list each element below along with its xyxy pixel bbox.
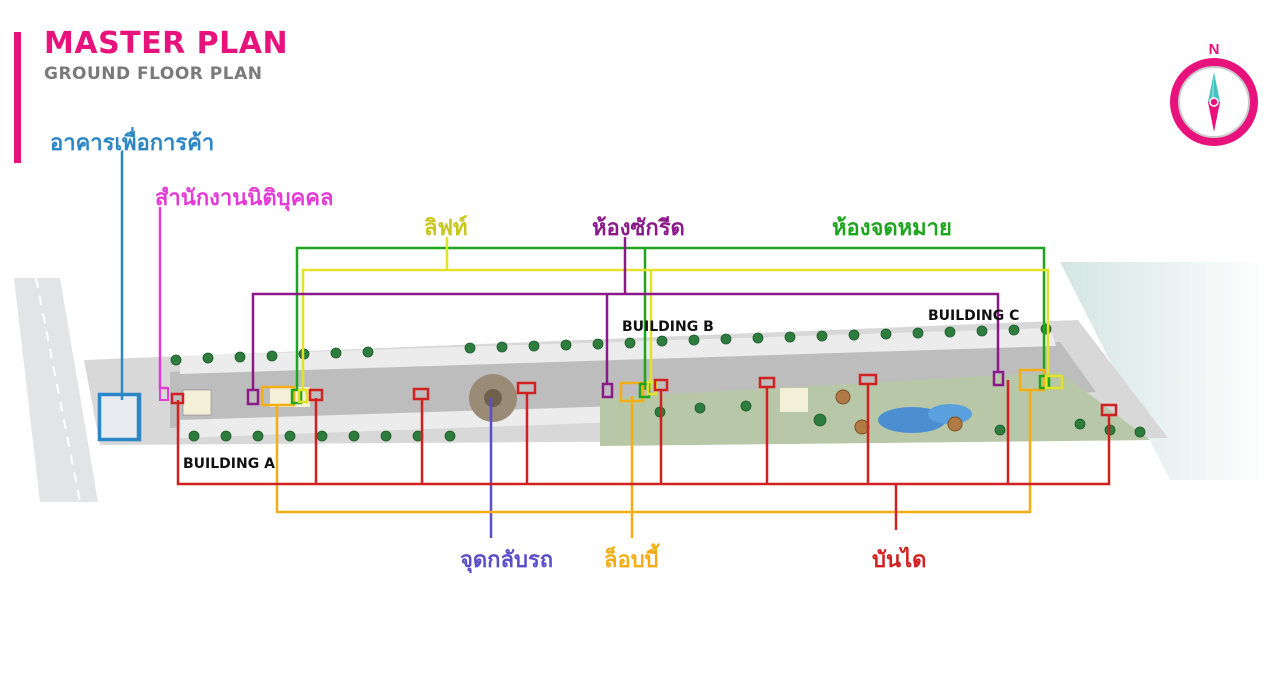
title-accent-bar <box>14 32 21 163</box>
page-title: MASTER PLAN <box>44 26 289 61</box>
page-subtitle: GROUND FLOOR PLAN <box>44 64 263 84</box>
compass-icon: N <box>1170 41 1258 146</box>
label-commercial-building: อาคารเพื่อการค้า <box>50 131 215 156</box>
compass-north-letter: N <box>1209 41 1220 58</box>
building-a-label: BUILDING A <box>183 456 275 472</box>
label-turnaround-point: จุดกลับรถ <box>460 548 554 573</box>
label-stairs: บันได <box>872 548 927 573</box>
building-c-label: BUILDING C <box>928 308 1020 324</box>
label-mail-room: ห้องจดหมาย <box>832 216 952 241</box>
label-lobby: ล็อบบี้ <box>604 548 659 573</box>
label-laundry-room: ห้องซักรีด <box>592 216 685 241</box>
label-juristic-office: สำนักงานนิติบุคคล <box>155 186 334 211</box>
label-lift: ลิฟท์ <box>424 216 468 241</box>
building-b-label: BUILDING B <box>622 319 714 335</box>
